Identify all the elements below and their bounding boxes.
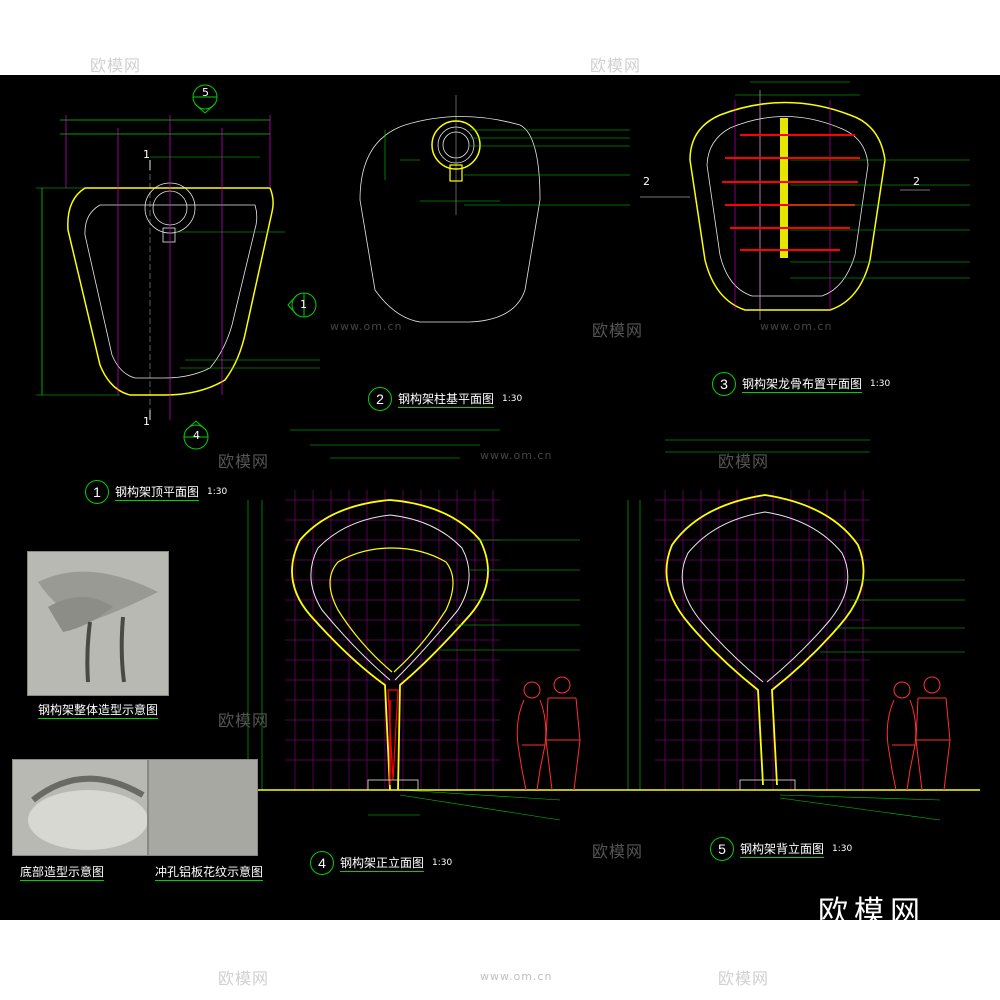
figures-back xyxy=(886,676,951,791)
view-scale: 1:30 xyxy=(870,379,891,389)
photo-pattern xyxy=(148,759,258,856)
watermark: 欧模网 xyxy=(592,842,644,861)
view-number: 4 xyxy=(310,851,334,875)
view-title: 钢构架顶平面图 xyxy=(115,485,200,501)
photo-base xyxy=(12,759,148,856)
section-marker-bottom: 4 xyxy=(193,429,200,442)
photo-base-sketch xyxy=(28,775,147,850)
cut-marker: 2 xyxy=(643,175,650,188)
view-scale: 1:30 xyxy=(502,394,523,404)
view-title: 钢构架龙骨布置平面图 xyxy=(742,377,863,393)
figures-front xyxy=(516,676,581,791)
photo-caption: 底部造型示意图 xyxy=(20,865,105,881)
view-title-3: 3 钢构架龙骨布置平面图 1:30 xyxy=(712,372,890,396)
view5-back xyxy=(627,439,965,821)
cad-drawing: 5 4 1 1 1 2 2 1 钢构架顶平面图 1:30 2 钢构架柱基平面图 … xyxy=(0,75,1000,920)
view-title: 钢构架柱基平面图 xyxy=(398,392,495,408)
watermark: 欧模网 xyxy=(218,969,270,988)
watermark: www.om.cn xyxy=(480,449,553,462)
top-margin: 欧模网 欧模网 xyxy=(0,0,1000,75)
photo-overall xyxy=(27,551,169,696)
bottom-margin: 欧模网 欧模网 www.om.cn xyxy=(0,920,1000,1000)
watermark: www.om.cn xyxy=(760,320,833,333)
photo-caption: 冲孔铝板花纹示意图 xyxy=(155,865,264,881)
watermark: 欧模网 xyxy=(590,56,642,75)
view-title: 钢构架背立面图 xyxy=(740,842,825,858)
watermark: 欧模网 xyxy=(218,452,270,471)
brand-logo: 欧模网 xyxy=(818,895,926,920)
watermark: 欧模网 xyxy=(718,452,770,471)
view-scale: 1:30 xyxy=(207,487,228,497)
section-marker-top: 5 xyxy=(202,86,209,99)
view-number: 3 xyxy=(712,372,736,396)
photo-overall-sketch xyxy=(38,571,158,683)
view-scale: 1:30 xyxy=(432,858,453,868)
cut-marker: 2 xyxy=(913,175,920,188)
view-title: 钢构架正立面图 xyxy=(340,856,425,872)
view-title-2: 2 钢构架柱基平面图 1:30 xyxy=(368,387,522,411)
view-title-1: 1 钢构架顶平面图 1:30 xyxy=(85,480,227,504)
watermark: www.om.cn xyxy=(480,970,553,983)
photo-caption: 钢构架整体造型示意图 xyxy=(38,703,159,719)
watermark: 欧模网 xyxy=(90,56,142,75)
view4-front xyxy=(247,429,580,821)
watermark: 欧模网 xyxy=(718,969,770,988)
view-number: 2 xyxy=(368,387,392,411)
section-marker-side: 1 xyxy=(300,298,307,311)
view1-plan xyxy=(36,84,320,450)
view-scale: 1:30 xyxy=(832,844,853,854)
view-title-4: 4 钢构架正立面图 1:30 xyxy=(310,851,452,875)
cut-marker: 1 xyxy=(143,148,150,161)
view-title-5: 5 钢构架背立面图 1:30 xyxy=(710,837,852,861)
watermark: 欧模网 xyxy=(218,711,270,730)
view-number: 5 xyxy=(710,837,734,861)
watermark: www.om.cn xyxy=(330,320,403,333)
watermark: 欧模网 xyxy=(592,321,644,340)
drawing-svg xyxy=(36,81,980,821)
cut-marker: 1 xyxy=(143,415,150,428)
view2-base xyxy=(359,95,630,323)
view-number: 1 xyxy=(85,480,109,504)
view3-keel xyxy=(640,81,970,320)
